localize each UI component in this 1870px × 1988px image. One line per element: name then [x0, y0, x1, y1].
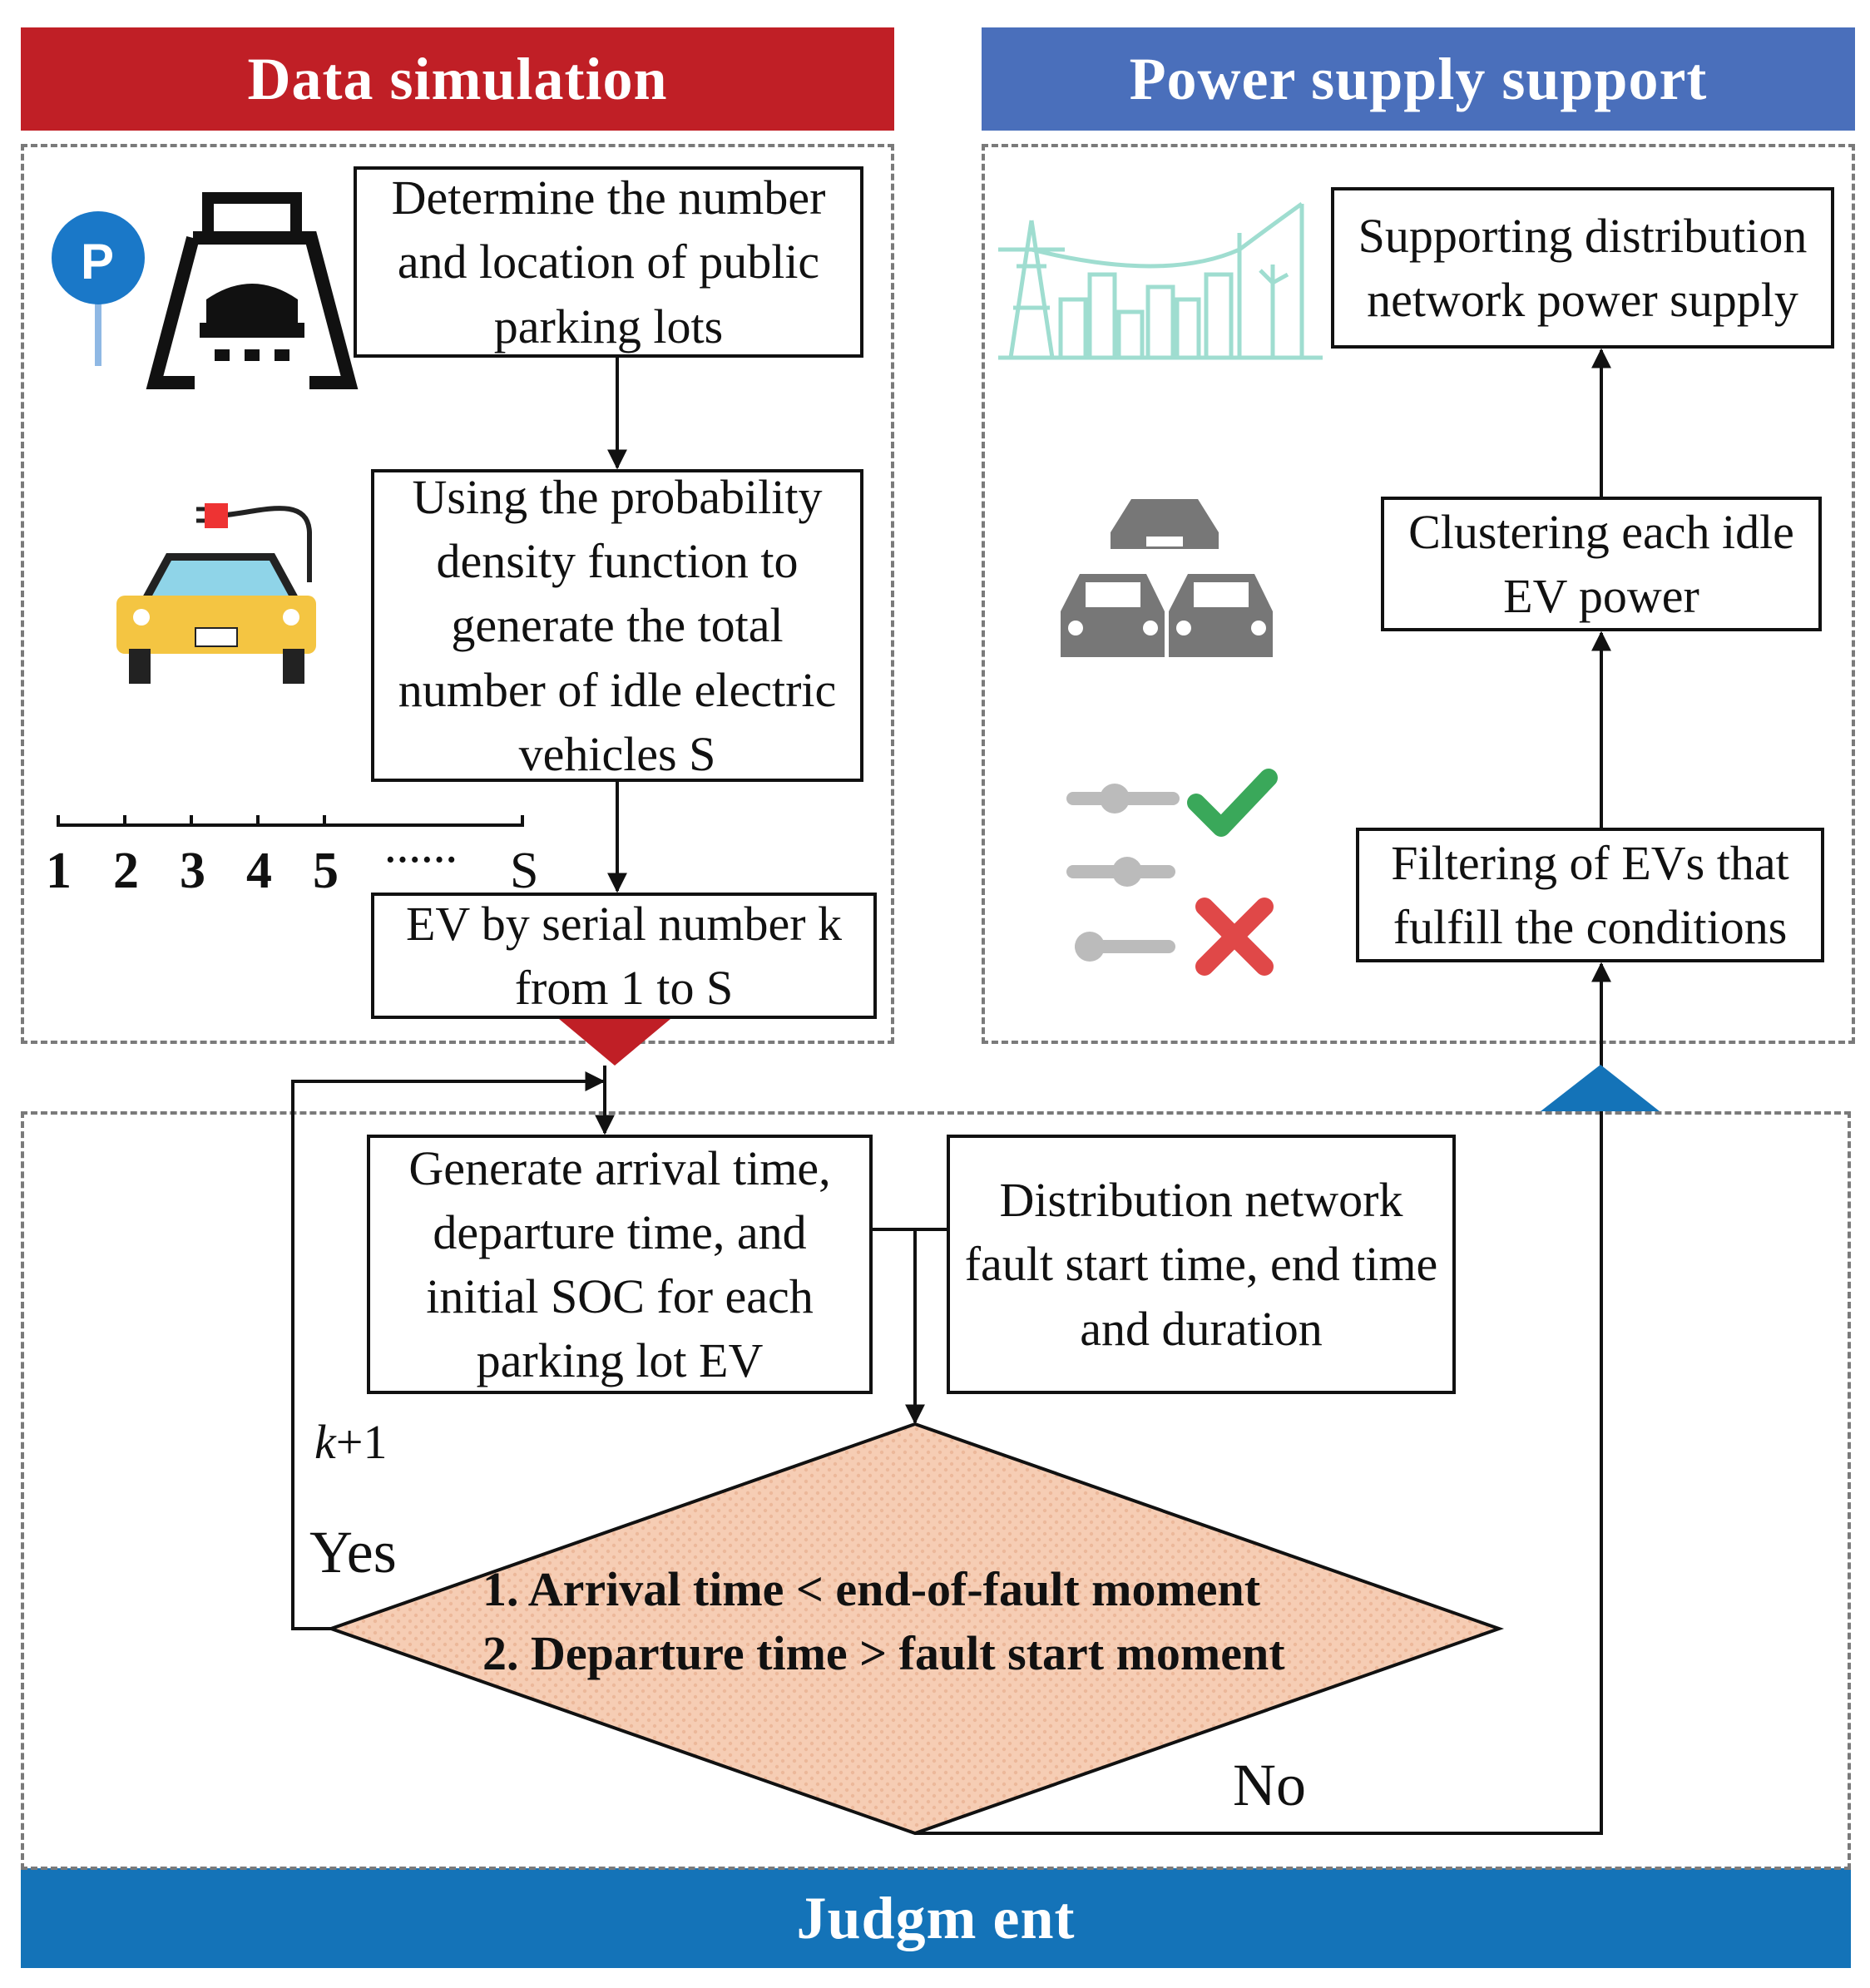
tick-label-ellipsis: ······: [384, 839, 458, 880]
tick-label-s: S: [510, 843, 539, 899]
data-simulation-panel: [21, 144, 894, 1044]
clustering-text: Clustering each idle EV power: [1408, 504, 1794, 623]
probability-density-box: Using the probability density function t…: [371, 469, 863, 782]
red-transition-triangle: [559, 1019, 670, 1066]
tick-label-1: 1: [46, 843, 72, 899]
tick-label-4: 4: [246, 843, 272, 899]
filter-check-icon: [1066, 769, 1278, 976]
k-variable: k: [314, 1415, 336, 1469]
filtering-box: Filtering of EVs that fulfill the condit…: [1356, 828, 1824, 962]
generate-times-box: Generate arrival time, departure time, a…: [367, 1135, 873, 1394]
serial-number-box: EV by serial number k from 1 to S: [371, 893, 877, 1019]
judgment-title: Judgm ent: [796, 1884, 1076, 1951]
judgment-footer: Judgm ent: [21, 1868, 1851, 1968]
yes-loop-line: [291, 1071, 606, 1630]
determine-parking-lots-box: Determine the number and location of pub…: [354, 166, 863, 358]
yes-label: Yes: [309, 1519, 397, 1585]
no-path-line: [915, 962, 1611, 1835]
power-supply-support-title: Power supply support: [1129, 45, 1708, 112]
supporting-distribution-text: Supporting distribution network power su…: [1358, 208, 1808, 327]
serial-number-text: EV by serial number k from 1 to S: [405, 896, 843, 1015]
power-supply-support-header: Power supply support: [982, 27, 1855, 131]
data-simulation-header: Data simulation: [21, 27, 894, 131]
tick-label-5: 5: [313, 843, 339, 899]
determine-parking-lots-text: Determine the number and location of pub…: [391, 171, 826, 354]
number-line-icon: [57, 815, 524, 827]
condition-text: 1. Arrival time < end-of-fault moment 2.…: [482, 1557, 1285, 1685]
tick-label-3: 3: [180, 843, 205, 899]
parking-lot-icon: P: [52, 192, 359, 389]
blue-transition-triangle: [1541, 1065, 1660, 1111]
fault-time-box: Distribution network fault start time, e…: [947, 1135, 1456, 1394]
fault-time-text: Distribution network fault start time, e…: [964, 1173, 1438, 1356]
generate-times-text: Generate arrival time, departure time, a…: [408, 1140, 831, 1388]
condition-line-1: 1. Arrival time < end-of-fault moment: [482, 1562, 1261, 1616]
k-increment: +1: [335, 1415, 388, 1469]
supporting-distribution-box: Supporting distribution network power su…: [1331, 187, 1834, 349]
no-label: No: [1233, 1752, 1306, 1818]
judgment-panel: [21, 1111, 1851, 1870]
tick-label-2: 2: [113, 843, 139, 899]
electric-car-icon: [116, 503, 316, 684]
svg-text:P: P: [81, 234, 114, 289]
data-simulation-title: Data simulation: [247, 45, 668, 112]
power-supply-panel: [982, 144, 1855, 1044]
k-plus-1-label: k+1: [314, 1414, 387, 1470]
clustering-box: Clustering each idle EV power: [1381, 497, 1822, 631]
power-grid-icon: [998, 201, 1323, 360]
cars-cluster-icon: [1061, 499, 1273, 657]
probability-density-text: Using the probability density function t…: [398, 470, 837, 781]
condition-line-2: 2. Departure time > fault start moment: [482, 1626, 1285, 1681]
filtering-text: Filtering of EVs that fulfill the condit…: [1391, 835, 1789, 954]
